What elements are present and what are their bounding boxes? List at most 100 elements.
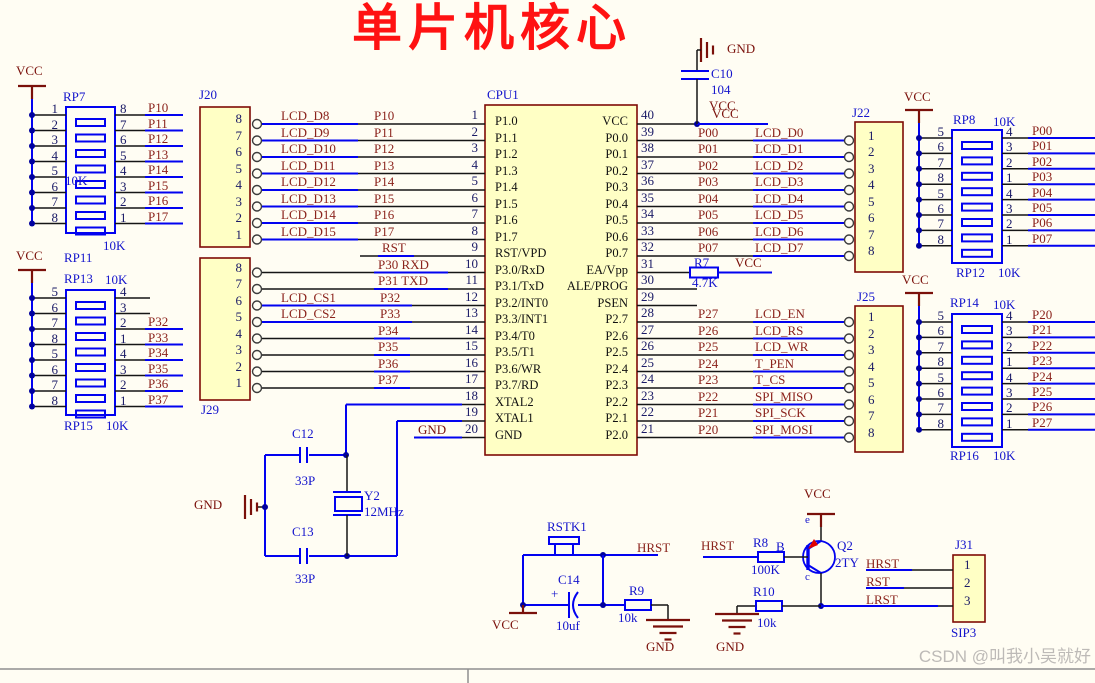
junction-dot: [916, 135, 922, 141]
connector-pin-number: 2: [868, 144, 875, 159]
rp-pin-number: 5: [937, 308, 945, 323]
connector-designator-j25: J25: [857, 289, 876, 304]
net-label: P10: [148, 100, 169, 115]
rp-pin-number: 4: [1006, 185, 1013, 201]
cpu-pin-name: XTAL2: [495, 394, 534, 409]
junction-dot: [916, 150, 922, 157]
resistor-element: [75, 149, 106, 158]
cpu-pin-name: P1.4: [495, 180, 518, 194]
resistor-element: [75, 394, 106, 403]
rp-pin-number: 6: [120, 132, 127, 147]
resistor-element: [75, 347, 106, 357]
resistor-value: 4.7K: [692, 274, 718, 290]
connector-pin-number: 5: [235, 309, 243, 324]
connector-pin-number: 1: [964, 557, 971, 572]
net-label: LCD_D15: [281, 223, 336, 239]
junction-dot: [29, 295, 35, 301]
net-label: P07: [1032, 230, 1053, 246]
net-label: P30 RXD: [378, 256, 429, 272]
vcc-label: VCC: [16, 248, 43, 263]
rp-pin-number: 2: [120, 377, 127, 392]
rp-label: RP14: [950, 295, 979, 310]
cpu-pin-name: P0.4: [605, 196, 628, 211]
net-label: P07: [698, 240, 719, 255]
cpu-pin-name: GND: [495, 427, 523, 442]
connector-pin-number: 6: [235, 292, 243, 308]
rp-pin-number: 2: [51, 116, 59, 132]
connector-pin-number: 4: [235, 177, 243, 192]
rp-label: RP8: [953, 112, 976, 127]
connector-pin-number: 3: [964, 593, 971, 608]
connector-pin-circle: [251, 300, 263, 311]
junction-dot: [29, 310, 35, 317]
net-label: P20: [1032, 307, 1053, 322]
cpu-body: [484, 104, 638, 456]
rp-pin-number: 2: [120, 194, 127, 209]
net-label: P04: [1032, 184, 1053, 200]
resistor-pack-body: [65, 106, 116, 234]
connector-pin-circle: [251, 135, 263, 146]
cpu-pin-name: P0.5: [605, 213, 628, 227]
resistor-r10: [755, 600, 783, 612]
cap-designator: C13: [292, 524, 314, 539]
connector-designator-j22: J22: [852, 105, 871, 120]
cpu-pin-name: P2.1: [605, 411, 628, 425]
resistor-element: [75, 226, 106, 236]
net-label: P13: [148, 146, 169, 162]
gnd-label: GND: [646, 639, 675, 654]
rp-pin-number: 6: [937, 201, 945, 216]
net-label: P25: [698, 339, 719, 354]
rp-pin-number: 3: [1006, 385, 1013, 400]
emitter-arrow: [808, 539, 818, 549]
connector-pin-circle: [843, 184, 855, 196]
resistor-element: [75, 118, 106, 127]
rp-pin-number: 5: [51, 346, 59, 361]
rp-pin-number: 4: [1006, 124, 1013, 139]
connector-designator-j31: J31: [955, 537, 974, 552]
connector-j25-body: [854, 305, 904, 453]
gnd-label: GND: [194, 497, 223, 512]
net-label: LCD_RS: [755, 322, 804, 338]
rp-pin-number: 5: [51, 284, 59, 299]
net-label: P35: [378, 339, 399, 354]
cpu-pin-name: P1.0: [495, 114, 518, 128]
cpu-pin-name: EA/Vpp: [586, 262, 628, 277]
cpu-pin-number: 8: [471, 222, 479, 238]
net-label: P32: [380, 289, 401, 305]
rp-pin-number: 2: [1006, 216, 1013, 232]
connector-pin-number: 8: [235, 111, 243, 126]
connector-pin-number: 8: [235, 259, 243, 275]
resistor-element: [961, 386, 993, 396]
cpu-pin-name: P3.7/RD: [495, 378, 539, 392]
watermark: CSDN @叫我小吴就好: [918, 647, 1091, 666]
cpu-pin-name: P0.7: [605, 246, 628, 260]
cpu-pin-number: 18: [465, 387, 478, 403]
net-label: P27: [1032, 414, 1053, 430]
rp-pin-number: 8: [937, 170, 945, 186]
connector-pin-number: 7: [868, 226, 875, 242]
power-net-label: GND: [418, 421, 447, 437]
net-label: LCD_D3: [755, 174, 804, 189]
net-label: LCD_D0: [755, 124, 804, 140]
rp-pin-number: 2: [120, 315, 127, 330]
rp-pin-number: 3: [1006, 201, 1013, 216]
resistor-value: 10k: [757, 615, 777, 630]
net-label: P14: [374, 174, 395, 189]
connector-pin-circle: [843, 250, 855, 262]
junction-dot: [29, 189, 35, 196]
connector-pin-number: 4: [868, 358, 875, 374]
cpu-pin-name: P0.2: [605, 163, 628, 178]
resistor-pack-body: [951, 313, 1003, 448]
connector-pin-circle: [251, 184, 263, 196]
net-label: LCD_D13: [281, 190, 336, 206]
resistor-element: [961, 248, 993, 258]
net-label: HRST: [866, 556, 900, 571]
cpu-pin-name: P3.5/T1: [495, 345, 535, 359]
cpu-pin-number: 37: [641, 156, 654, 172]
rp-label: 10K: [65, 173, 88, 188]
junction-dot: [29, 403, 35, 410]
resistor-element: [75, 332, 106, 341]
rp-label: 10K: [993, 448, 1016, 463]
net-label: P36: [148, 376, 169, 391]
